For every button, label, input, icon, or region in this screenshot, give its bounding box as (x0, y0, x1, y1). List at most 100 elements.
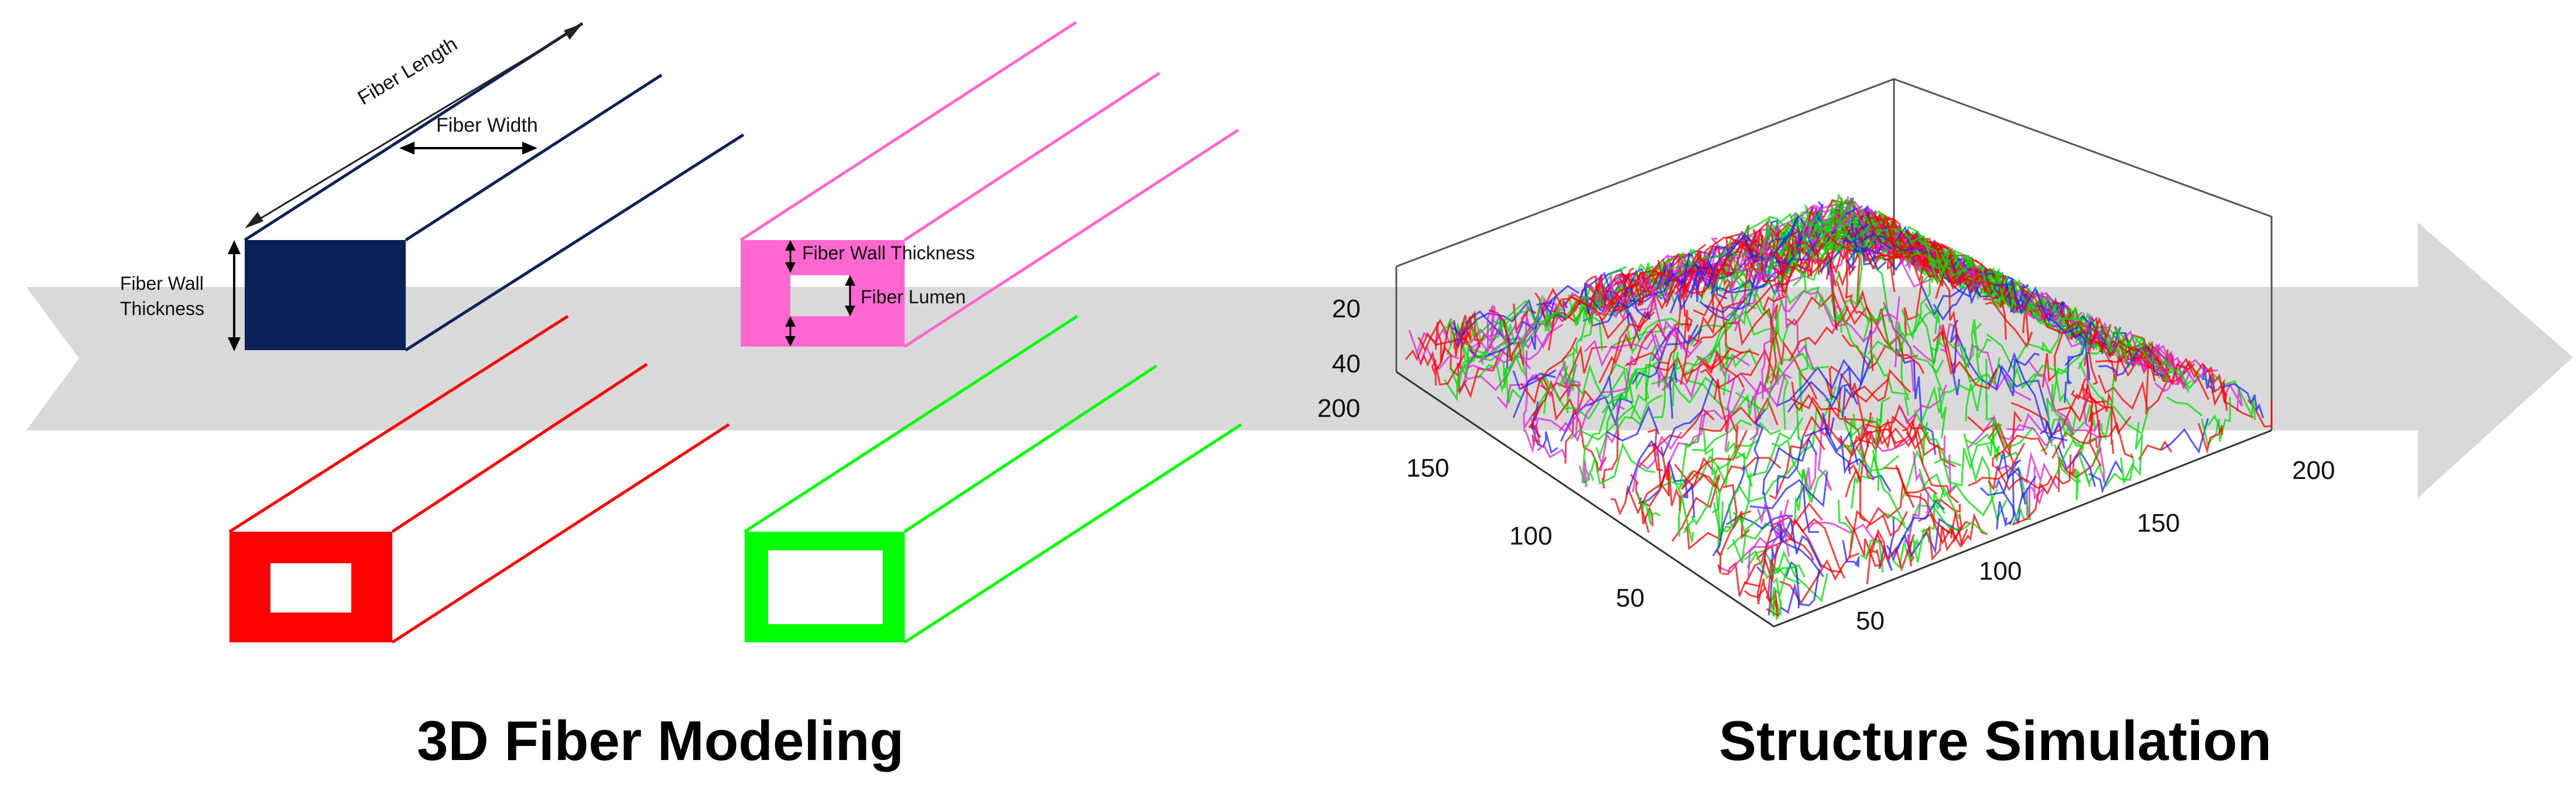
simulated-fiber-strand (2091, 319, 2157, 372)
simulated-fiber-strand (1856, 254, 1869, 312)
fiber-network (1405, 193, 2273, 620)
simulated-fiber-strand (1722, 242, 1757, 276)
simulated-fiber-strand (1847, 464, 1866, 522)
simulated-fiber-strand (1779, 248, 1835, 279)
simulated-fiber-strand (1921, 377, 1982, 421)
simulated-fiber-strand (1867, 307, 1938, 355)
simulated-fiber-strand (1678, 497, 1694, 543)
simulated-fiber-strand (1662, 349, 1750, 399)
simulated-fiber-strand (1636, 492, 1660, 525)
structure-simulation-plot: 20 40 200 150 100 50 200 150 100 50 (1317, 78, 2335, 635)
hollow-fiber-pink: Fiber Wall Thickness Fiber Lumen (739, 20, 1239, 348)
solid-fiber-navy (244, 22, 745, 352)
simulated-fiber-strand (1725, 207, 1813, 256)
simulated-fiber-strand (1722, 484, 1750, 540)
pink-wall-arrowhead-top-b (785, 262, 796, 273)
simulated-fiber-strand (2247, 399, 2273, 427)
simulated-fiber-strand (1718, 546, 1770, 574)
simulated-fiber-strand (1585, 267, 1635, 304)
navy-wall-thickness-label-line1: Fiber Wall (120, 273, 204, 294)
simulated-fiber-strand (1762, 215, 1790, 254)
simulated-fiber-strand (1581, 444, 1594, 484)
simulated-fiber-strand (1539, 371, 1549, 414)
simulated-fiber-strand (1787, 381, 1858, 413)
simulated-fiber-strand (2011, 467, 2032, 526)
green-edge-top-left (744, 314, 1078, 533)
simulated-fiber-strand (1793, 241, 1820, 300)
simulated-fiber-strand (1775, 230, 1795, 271)
simulated-fiber-strand (1549, 296, 1590, 319)
simulated-fiber-strand (2019, 286, 2108, 346)
x-tick-150: 150 (2137, 509, 2180, 538)
simulated-fiber-strand (1455, 316, 1560, 349)
simulated-fiber-strand (1631, 324, 1699, 385)
simulated-fiber-strand (1756, 503, 1790, 557)
simulated-fiber-strand (1488, 309, 1525, 366)
simulated-fiber-strand (1902, 419, 1959, 504)
simulated-fiber-strand (1769, 564, 1806, 617)
simulated-fiber-strand (1986, 352, 2040, 396)
simulated-fiber-strand (1991, 271, 2027, 302)
simulated-fiber-strand (1903, 492, 1922, 546)
simulated-fiber-strand (1971, 258, 1993, 294)
simulated-fiber-strand (1540, 273, 1634, 314)
simulated-fiber-strand (1996, 501, 2012, 530)
navy-fiber-face (245, 240, 406, 350)
simulated-fiber-strand (1744, 215, 1799, 263)
simulated-fiber-strand (1638, 408, 1715, 468)
simulated-fiber-strand (1950, 319, 1961, 396)
simulated-fiber-strand (1839, 247, 1863, 333)
simulated-fiber-strand (1872, 225, 1940, 251)
hollow-fiber-green (744, 314, 1242, 644)
simulated-fiber-strand (2084, 453, 2135, 488)
z-tick-20: 20 (1332, 295, 1361, 323)
simulated-fiber-strand (1658, 258, 1698, 296)
y-tick-200: 200 (1317, 394, 1360, 423)
simulated-fiber-strand (1905, 534, 1915, 567)
red-edge-bottom-right (391, 423, 730, 644)
simulated-fiber-strand (1610, 482, 1670, 516)
navy-wall-arrowhead-top (228, 240, 241, 254)
simulated-fiber-strand (1804, 205, 1859, 231)
simulated-fiber-strand (1584, 340, 1622, 368)
simulated-fiber-strand (2053, 435, 2101, 478)
simulated-fiber-strand (1665, 250, 1742, 307)
simulated-fiber-strand (1456, 323, 1484, 365)
simulated-fiber-strand (1934, 498, 1988, 547)
simulated-fiber-strand (1886, 220, 1899, 292)
y-tick-50: 50 (1616, 584, 1645, 612)
plot-box-front (1396, 371, 2272, 628)
simulated-fiber-strand (1859, 539, 1883, 573)
simulated-fiber-strand (1683, 290, 1751, 374)
simulated-fiber-strand (1667, 461, 1695, 518)
simulated-fiber-strand (1722, 343, 1729, 395)
simulated-fiber-strand (1871, 216, 1926, 285)
simulated-fiber-strand (1837, 313, 1897, 343)
simulated-fiber-strand (1747, 499, 1789, 578)
simulated-fiber-strand (1991, 296, 2013, 311)
simulated-fiber-strand (1683, 454, 1730, 534)
navy-edge-top-right (405, 73, 663, 242)
simulated-fiber-strand (1870, 215, 1900, 254)
simulated-fiber-strand (1598, 404, 1625, 471)
simulated-fiber-strand (2203, 366, 2254, 419)
simulated-fiber-strand (1848, 412, 1872, 465)
simulated-fiber-strand (1669, 247, 1714, 314)
simulated-fiber-strand (1724, 374, 1736, 451)
navy-edge-bottom-right (405, 133, 745, 352)
fiber-length-arrowhead-start (245, 212, 263, 228)
simulated-fiber-strand (1669, 436, 1699, 486)
simulated-fiber-strand (1795, 208, 1845, 252)
fiber-width-arrowhead-left (399, 142, 415, 155)
simulated-fiber-strand (1766, 591, 1780, 618)
simulated-fiber-strand (1845, 426, 1881, 498)
simulated-fiber-strand (1707, 341, 1758, 372)
simulated-fiber-strand (1979, 487, 2026, 524)
simulated-fiber-strand (1536, 285, 1580, 306)
simulated-fiber-strand (1615, 394, 1663, 432)
simulated-fiber-strand (1777, 364, 1789, 430)
simulated-fiber-strand (1780, 569, 1820, 614)
simulated-fiber-strand (1458, 310, 1481, 348)
simulated-fiber-strand (1761, 293, 1781, 399)
simulated-fiber-strand (1848, 509, 1908, 559)
